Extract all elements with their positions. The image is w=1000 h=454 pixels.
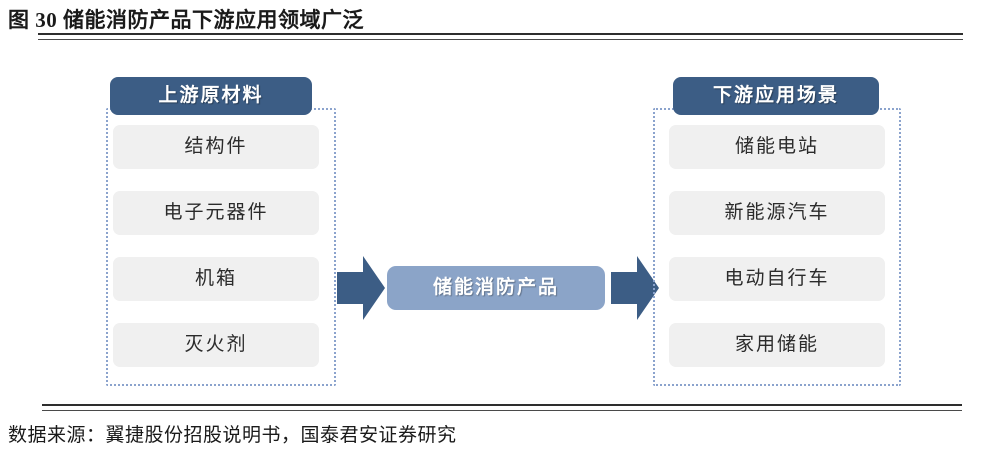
downstream-item: 储能电站 xyxy=(669,125,885,169)
downstream-item: 家用储能 xyxy=(669,323,885,367)
source-note: 数据来源：翼捷股份招股说明书，国泰君安证券研究 xyxy=(8,425,457,446)
downstream-item: 新能源汽车 xyxy=(669,191,885,235)
upstream-item: 结构件 xyxy=(113,125,319,169)
source-divider xyxy=(42,404,962,411)
arrow-right-icon xyxy=(611,252,659,324)
center-product-box: 储能消防产品 xyxy=(387,266,605,310)
downstream-item: 电动自行车 xyxy=(669,257,885,301)
title-divider xyxy=(38,33,963,40)
arrow-right-icon xyxy=(337,252,385,324)
upstream-item: 灭火剂 xyxy=(113,323,319,367)
value-chain-diagram: 上游原材料 结构件 电子元器件 机箱 灭火剂 储能消防产品 下游应用场景 储能电… xyxy=(0,46,1000,396)
figure-title: 图 30 储能消防产品下游应用领域广泛 xyxy=(8,8,364,32)
upstream-header: 上游原材料 xyxy=(110,77,312,115)
downstream-header: 下游应用场景 xyxy=(673,77,879,115)
upstream-item: 电子元器件 xyxy=(113,191,319,235)
upstream-item: 机箱 xyxy=(113,257,319,301)
